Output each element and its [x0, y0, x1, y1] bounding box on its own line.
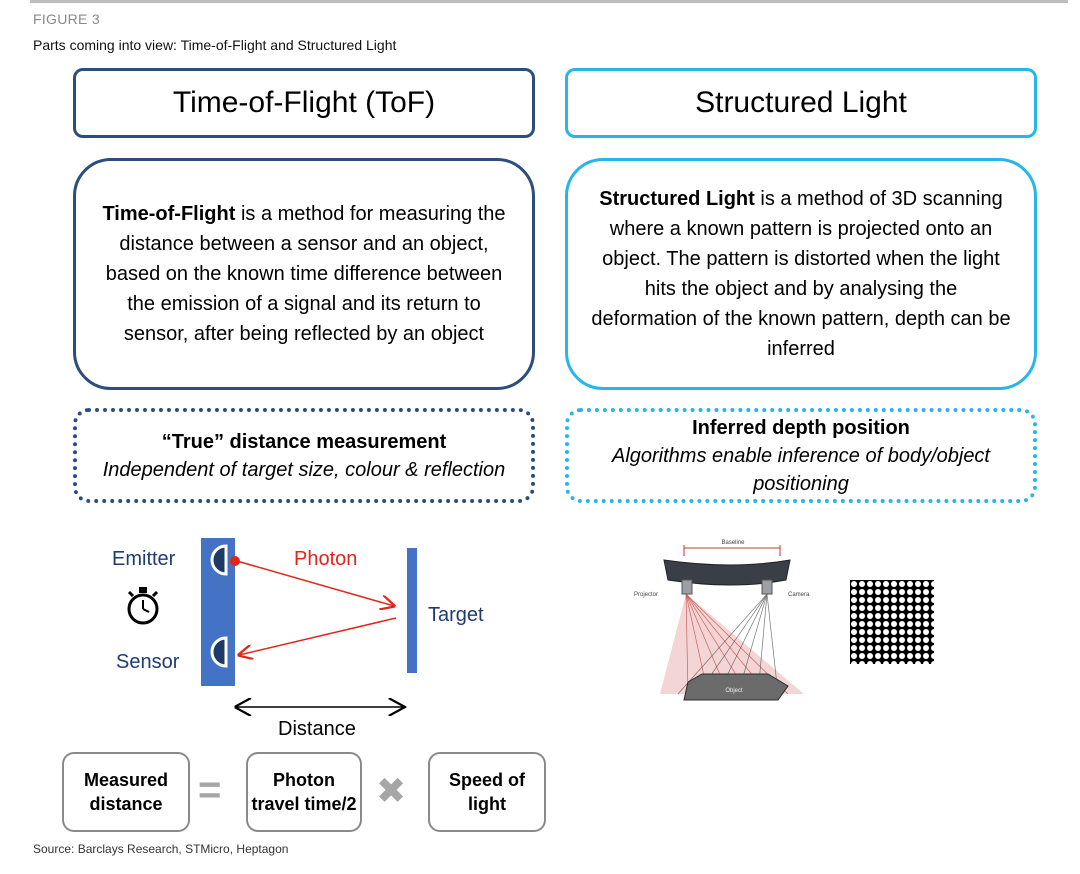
sl-heading: Structured Light — [695, 86, 907, 119]
sl-note-title: Inferred depth position — [692, 416, 910, 439]
target-label: Target — [428, 604, 484, 626]
tof-description: Time-of-Flight is a method for measuring… — [98, 199, 510, 349]
sensor-icon — [210, 636, 228, 668]
sl-note-subtitle: Algorithms enable inference of body/obje… — [611, 444, 990, 495]
tof-description-text: is a method for measuring the distance b… — [105, 203, 506, 345]
tof-note-box: “True” distance measurement Independent … — [73, 408, 535, 503]
tof-diagram — [127, 538, 417, 730]
tof-description-bold: Time-of-Flight — [102, 203, 236, 225]
sl-description: Structured Light is a method of 3D scann… — [590, 184, 1012, 364]
figure-title: Parts coming into view: Time-of-Flight a… — [33, 37, 397, 53]
sl-description-text: is a method of 3D scanning where a known… — [591, 188, 1011, 360]
scanned-object — [683, 673, 789, 701]
structured-light-scanner: Baseline Projector Camera Object — [634, 540, 810, 701]
target-bar — [407, 548, 417, 673]
stopwatch-icon — [127, 587, 159, 625]
object-label: Object — [725, 688, 743, 694]
projector-head — [681, 579, 693, 595]
tof-note-subtitle: Independent of target size, colour & ref… — [102, 458, 506, 481]
dot-pattern — [850, 580, 934, 664]
tof-heading: Time-of-Flight (ToF) — [172, 86, 436, 119]
formula-term-3: Speed of light — [448, 770, 525, 814]
baseline-label: Baseline — [721, 540, 745, 546]
sl-heading-box: Structured Light — [565, 68, 1037, 138]
scanner-bar — [663, 559, 791, 586]
top-rule — [30, 0, 1068, 3]
photon-ray-return — [239, 617, 397, 655]
formula-term-2: Photon travel time/2 — [251, 770, 357, 814]
formula-measured-distance: Measured distance — [62, 752, 190, 832]
tof-heading-box: Time-of-Flight (ToF) — [73, 68, 535, 138]
tof-description-box: Time-of-Flight is a method for measuring… — [73, 158, 535, 390]
projector-label: Projector — [634, 592, 658, 598]
emitter-label: Emitter — [112, 548, 176, 570]
distance-label: Distance — [278, 718, 356, 740]
formula-term-1: Measured distance — [83, 770, 169, 814]
photon-ray-out — [236, 560, 394, 606]
photon-label: Photon — [294, 548, 358, 570]
sl-description-box: Structured Light is a method of 3D scann… — [565, 158, 1037, 390]
formula-photon-travel-time: Photon travel time/2 — [246, 752, 362, 832]
multiply-icon: ✖ — [376, 770, 407, 811]
formula-speed-of-light: Speed of light — [428, 752, 546, 832]
emitter-icon — [210, 544, 240, 576]
equals-icon: = — [198, 768, 222, 812]
figure-label: FIGURE 3 — [33, 11, 100, 27]
sl-description-bold: Structured Light — [599, 188, 755, 210]
camera-label: Camera — [788, 592, 810, 598]
tof-note-title: “True” distance measurement — [161, 430, 447, 453]
sensor-label: Sensor — [116, 651, 180, 673]
sl-note-box: Inferred depth position Algorithms enabl… — [565, 408, 1037, 503]
source-note: Source: Barclays Research, STMicro, Hept… — [33, 842, 289, 856]
camera-head — [761, 579, 773, 595]
light-cone — [660, 594, 804, 694]
